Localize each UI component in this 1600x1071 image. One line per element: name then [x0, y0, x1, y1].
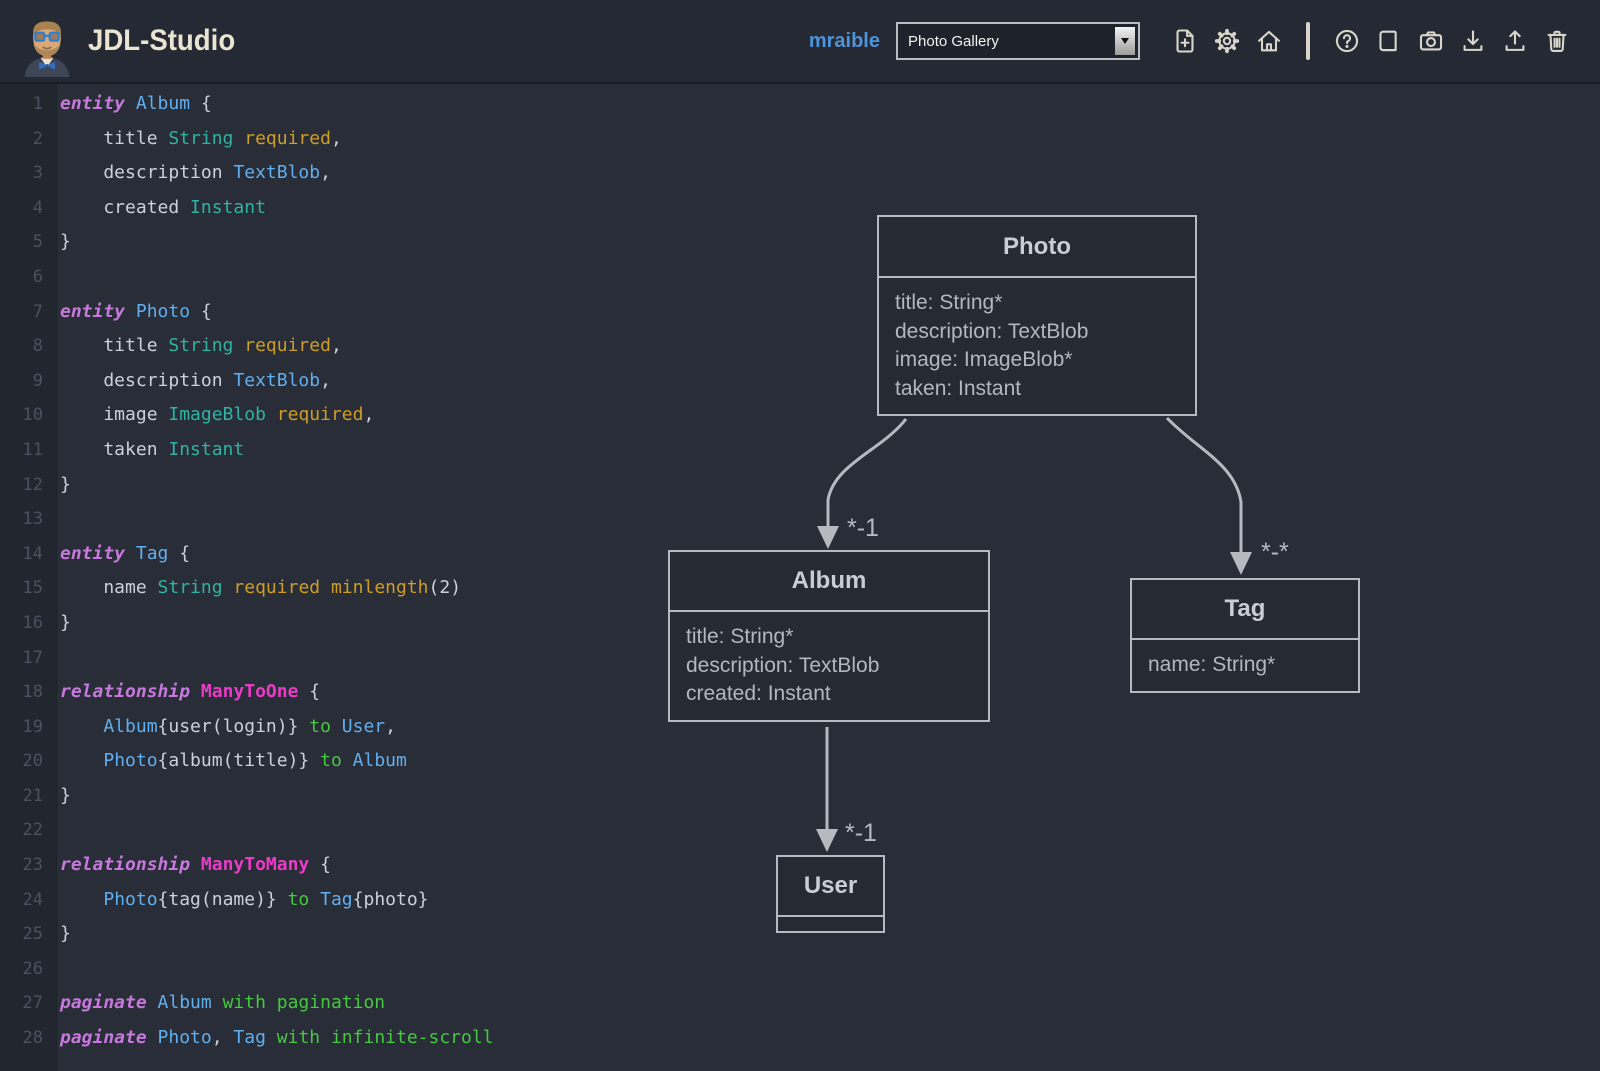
- code-line[interactable]: 6: [0, 260, 1600, 295]
- line-number: 20: [22, 751, 43, 772]
- line-number: 11: [22, 439, 43, 460]
- line-number: 27: [22, 993, 43, 1014]
- line-number: 7: [32, 301, 43, 322]
- line-number: 23: [22, 855, 43, 876]
- code-line[interactable]: 13: [0, 502, 1600, 537]
- line-number: 18: [22, 682, 43, 703]
- app-header: JDL-Studio mraible Photo Gallery: [0, 0, 1600, 84]
- upload-icon: [1505, 30, 1525, 51]
- logo-avatar-icon: [24, 21, 70, 77]
- line-number: 21: [22, 785, 43, 806]
- code-line[interactable]: 3 description TextBlob,: [0, 156, 1600, 191]
- new-file-button[interactable]: [1169, 25, 1201, 57]
- line-number: 26: [22, 958, 43, 979]
- settings-button[interactable]: [1211, 25, 1243, 57]
- sample-select-value: Photo Gallery: [908, 32, 999, 50]
- app-title: JDL-Studio: [88, 24, 236, 57]
- line-number: 10: [22, 405, 43, 426]
- line-number: 3: [32, 163, 43, 184]
- code-line[interactable]: 26: [0, 952, 1600, 987]
- code-line[interactable]: 11 taken Instant: [0, 433, 1600, 468]
- download-button[interactable]: [1457, 25, 1489, 57]
- editor-gutter: [0, 84, 57, 1071]
- line-number: 13: [22, 509, 43, 530]
- code-line[interactable]: 5}: [0, 225, 1600, 260]
- new-file-icon: [1176, 29, 1194, 53]
- line-number: 5: [32, 232, 43, 253]
- gear-icon: [1214, 28, 1240, 54]
- line-number: 12: [22, 474, 43, 495]
- line-number: 24: [22, 889, 43, 910]
- code-line[interactable]: 2 title String required,: [0, 122, 1600, 157]
- export-image-button[interactable]: [1415, 25, 1447, 57]
- line-number: 15: [22, 578, 43, 599]
- line-number: 22: [22, 820, 43, 841]
- upload-button[interactable]: [1499, 25, 1531, 57]
- line-number: 9: [32, 370, 43, 391]
- sample-select[interactable]: Photo Gallery: [896, 22, 1140, 60]
- code-line[interactable]: 20 Photo{album(title)} to Album: [0, 744, 1600, 779]
- code-line[interactable]: 24 Photo{tag(name)} to Tag{photo}: [0, 883, 1600, 918]
- line-number: 28: [22, 1028, 43, 1049]
- code-line[interactable]: 25}: [0, 917, 1600, 952]
- code-line[interactable]: 21}: [0, 779, 1600, 814]
- line-number: 14: [22, 543, 43, 564]
- line-number: 2: [32, 128, 43, 149]
- question-circle-icon: [1335, 29, 1359, 53]
- username-link[interactable]: mraible: [808, 29, 880, 52]
- help-button[interactable]: [1331, 25, 1363, 57]
- documentation-button[interactable]: [1373, 25, 1405, 57]
- download-icon: [1463, 30, 1483, 51]
- code-line[interactable]: 16}: [0, 606, 1600, 641]
- book-icon: [1379, 30, 1397, 52]
- line-number: 19: [22, 716, 43, 737]
- line-number: 8: [32, 336, 43, 357]
- code-line[interactable]: 15 name String required minlength(2): [0, 571, 1600, 606]
- code-line[interactable]: 10 image ImageBlob required,: [0, 398, 1600, 433]
- line-number: 16: [22, 612, 43, 633]
- toolbar-separator: [1306, 22, 1310, 60]
- home-icon: [1258, 30, 1280, 52]
- delete-button[interactable]: [1541, 25, 1573, 57]
- code-line[interactable]: 9 description TextBlob,: [0, 364, 1600, 399]
- chevron-down-icon: [1121, 38, 1129, 44]
- brand: JDL-Studio: [0, 3, 248, 79]
- trash-icon: [1547, 30, 1567, 52]
- code-line[interactable]: 8 title String required,: [0, 329, 1600, 364]
- code-line[interactable]: 22: [0, 813, 1600, 848]
- code-line[interactable]: 19 Album{user(login)} to User,: [0, 710, 1600, 745]
- line-number: 1: [32, 94, 43, 114]
- line-number: 4: [32, 197, 43, 218]
- select-dropdown-button[interactable]: [1115, 27, 1135, 55]
- home-button[interactable]: [1253, 25, 1285, 57]
- line-number: 25: [22, 924, 43, 945]
- camera-icon: [1419, 31, 1443, 51]
- code-line[interactable]: 4 created Instant: [0, 191, 1600, 226]
- code-line[interactable]: 17: [0, 641, 1600, 676]
- line-number: 6: [32, 266, 43, 287]
- line-number: 17: [22, 647, 43, 668]
- toolbar: mraible Photo Gallery: [809, 22, 1600, 60]
- code-line[interactable]: 12}: [0, 468, 1600, 503]
